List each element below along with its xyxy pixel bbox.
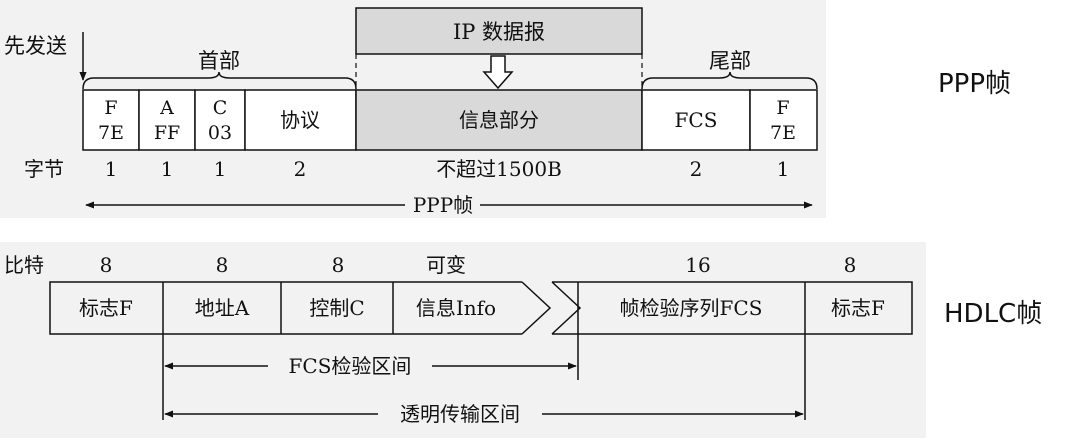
break-chevron-right xyxy=(551,281,582,335)
hdlc-field-address: 地址A xyxy=(195,296,250,320)
down-arrow-icon xyxy=(482,55,514,90)
ppp-frame-label: PPP帧 xyxy=(413,193,473,217)
header-label: 首部 xyxy=(198,49,240,73)
byte-count: 不超过1500B xyxy=(436,157,562,181)
hdlc-field-info: 信息Info xyxy=(416,296,496,320)
bit-count: 16 xyxy=(685,253,710,277)
send-first-label: 先发送 xyxy=(4,34,67,58)
bit-count: 8 xyxy=(100,253,113,277)
hdlc-side-label: HDLC帧 xyxy=(944,299,1042,329)
ppp-field-protocol xyxy=(244,89,357,151)
hdlc-field-flag-start: 标志F xyxy=(79,296,133,320)
ppp-field-text: 协议 xyxy=(280,108,320,132)
ppp-field-flag-end xyxy=(749,89,818,151)
ppp-side-label: PPP帧 xyxy=(938,69,1011,99)
break-chevron-left xyxy=(521,281,552,335)
byte-count: 1 xyxy=(777,157,790,181)
hdlc-frame-left xyxy=(49,281,522,335)
bits-label: 比特 xyxy=(4,253,44,277)
ppp-field-address xyxy=(138,89,196,151)
bit-count: 8 xyxy=(332,253,345,277)
trailer-brace xyxy=(641,71,818,90)
byte-count: 1 xyxy=(161,157,174,181)
ppp-field-text: 信息部分 xyxy=(459,108,539,132)
ppp-field-info xyxy=(355,89,643,151)
ppp-field-flag-start xyxy=(82,89,140,151)
ppp-field-text: F xyxy=(104,97,117,119)
ip-datagram-box xyxy=(355,7,643,55)
byte-count: 2 xyxy=(294,157,307,181)
ppp-field-text: 03 xyxy=(208,122,232,144)
ppp-field-text: F xyxy=(776,97,789,119)
hdlc-frame-right xyxy=(552,281,913,335)
ppp-field-control xyxy=(194,89,246,151)
ppp-field-text: C xyxy=(213,97,228,119)
byte-count: 1 xyxy=(214,157,227,181)
byte-count: 1 xyxy=(105,157,118,181)
ppp-field-fcs xyxy=(641,89,751,151)
bit-count: 8 xyxy=(216,253,229,277)
ppp-field-text: 7E xyxy=(98,122,124,144)
ppp-field-text: 7E xyxy=(770,122,796,144)
ppp-field-text: FF xyxy=(154,122,180,144)
bit-count: 8 xyxy=(844,253,857,277)
bytes-label: 字节 xyxy=(24,157,64,181)
transparent-range-label: 透明传输区间 xyxy=(400,402,520,426)
byte-count: 2 xyxy=(690,157,703,181)
header-brace xyxy=(82,71,357,90)
ppp-field-text: A xyxy=(159,97,174,119)
hdlc-field-flag-end: 标志F xyxy=(831,296,885,320)
hdlc-panel xyxy=(0,242,926,438)
ip-datagram-label: IP 数据报 xyxy=(453,20,545,44)
hdlc-field-control: 控制C xyxy=(309,296,364,320)
bit-count: 可变 xyxy=(426,253,466,277)
hdlc-field-fcs: 帧检验序列FCS xyxy=(620,296,763,320)
fcs-range-label: FCS检验区间 xyxy=(289,354,412,378)
trailer-label: 尾部 xyxy=(709,49,751,73)
ppp-field-text: FCS xyxy=(675,108,718,132)
